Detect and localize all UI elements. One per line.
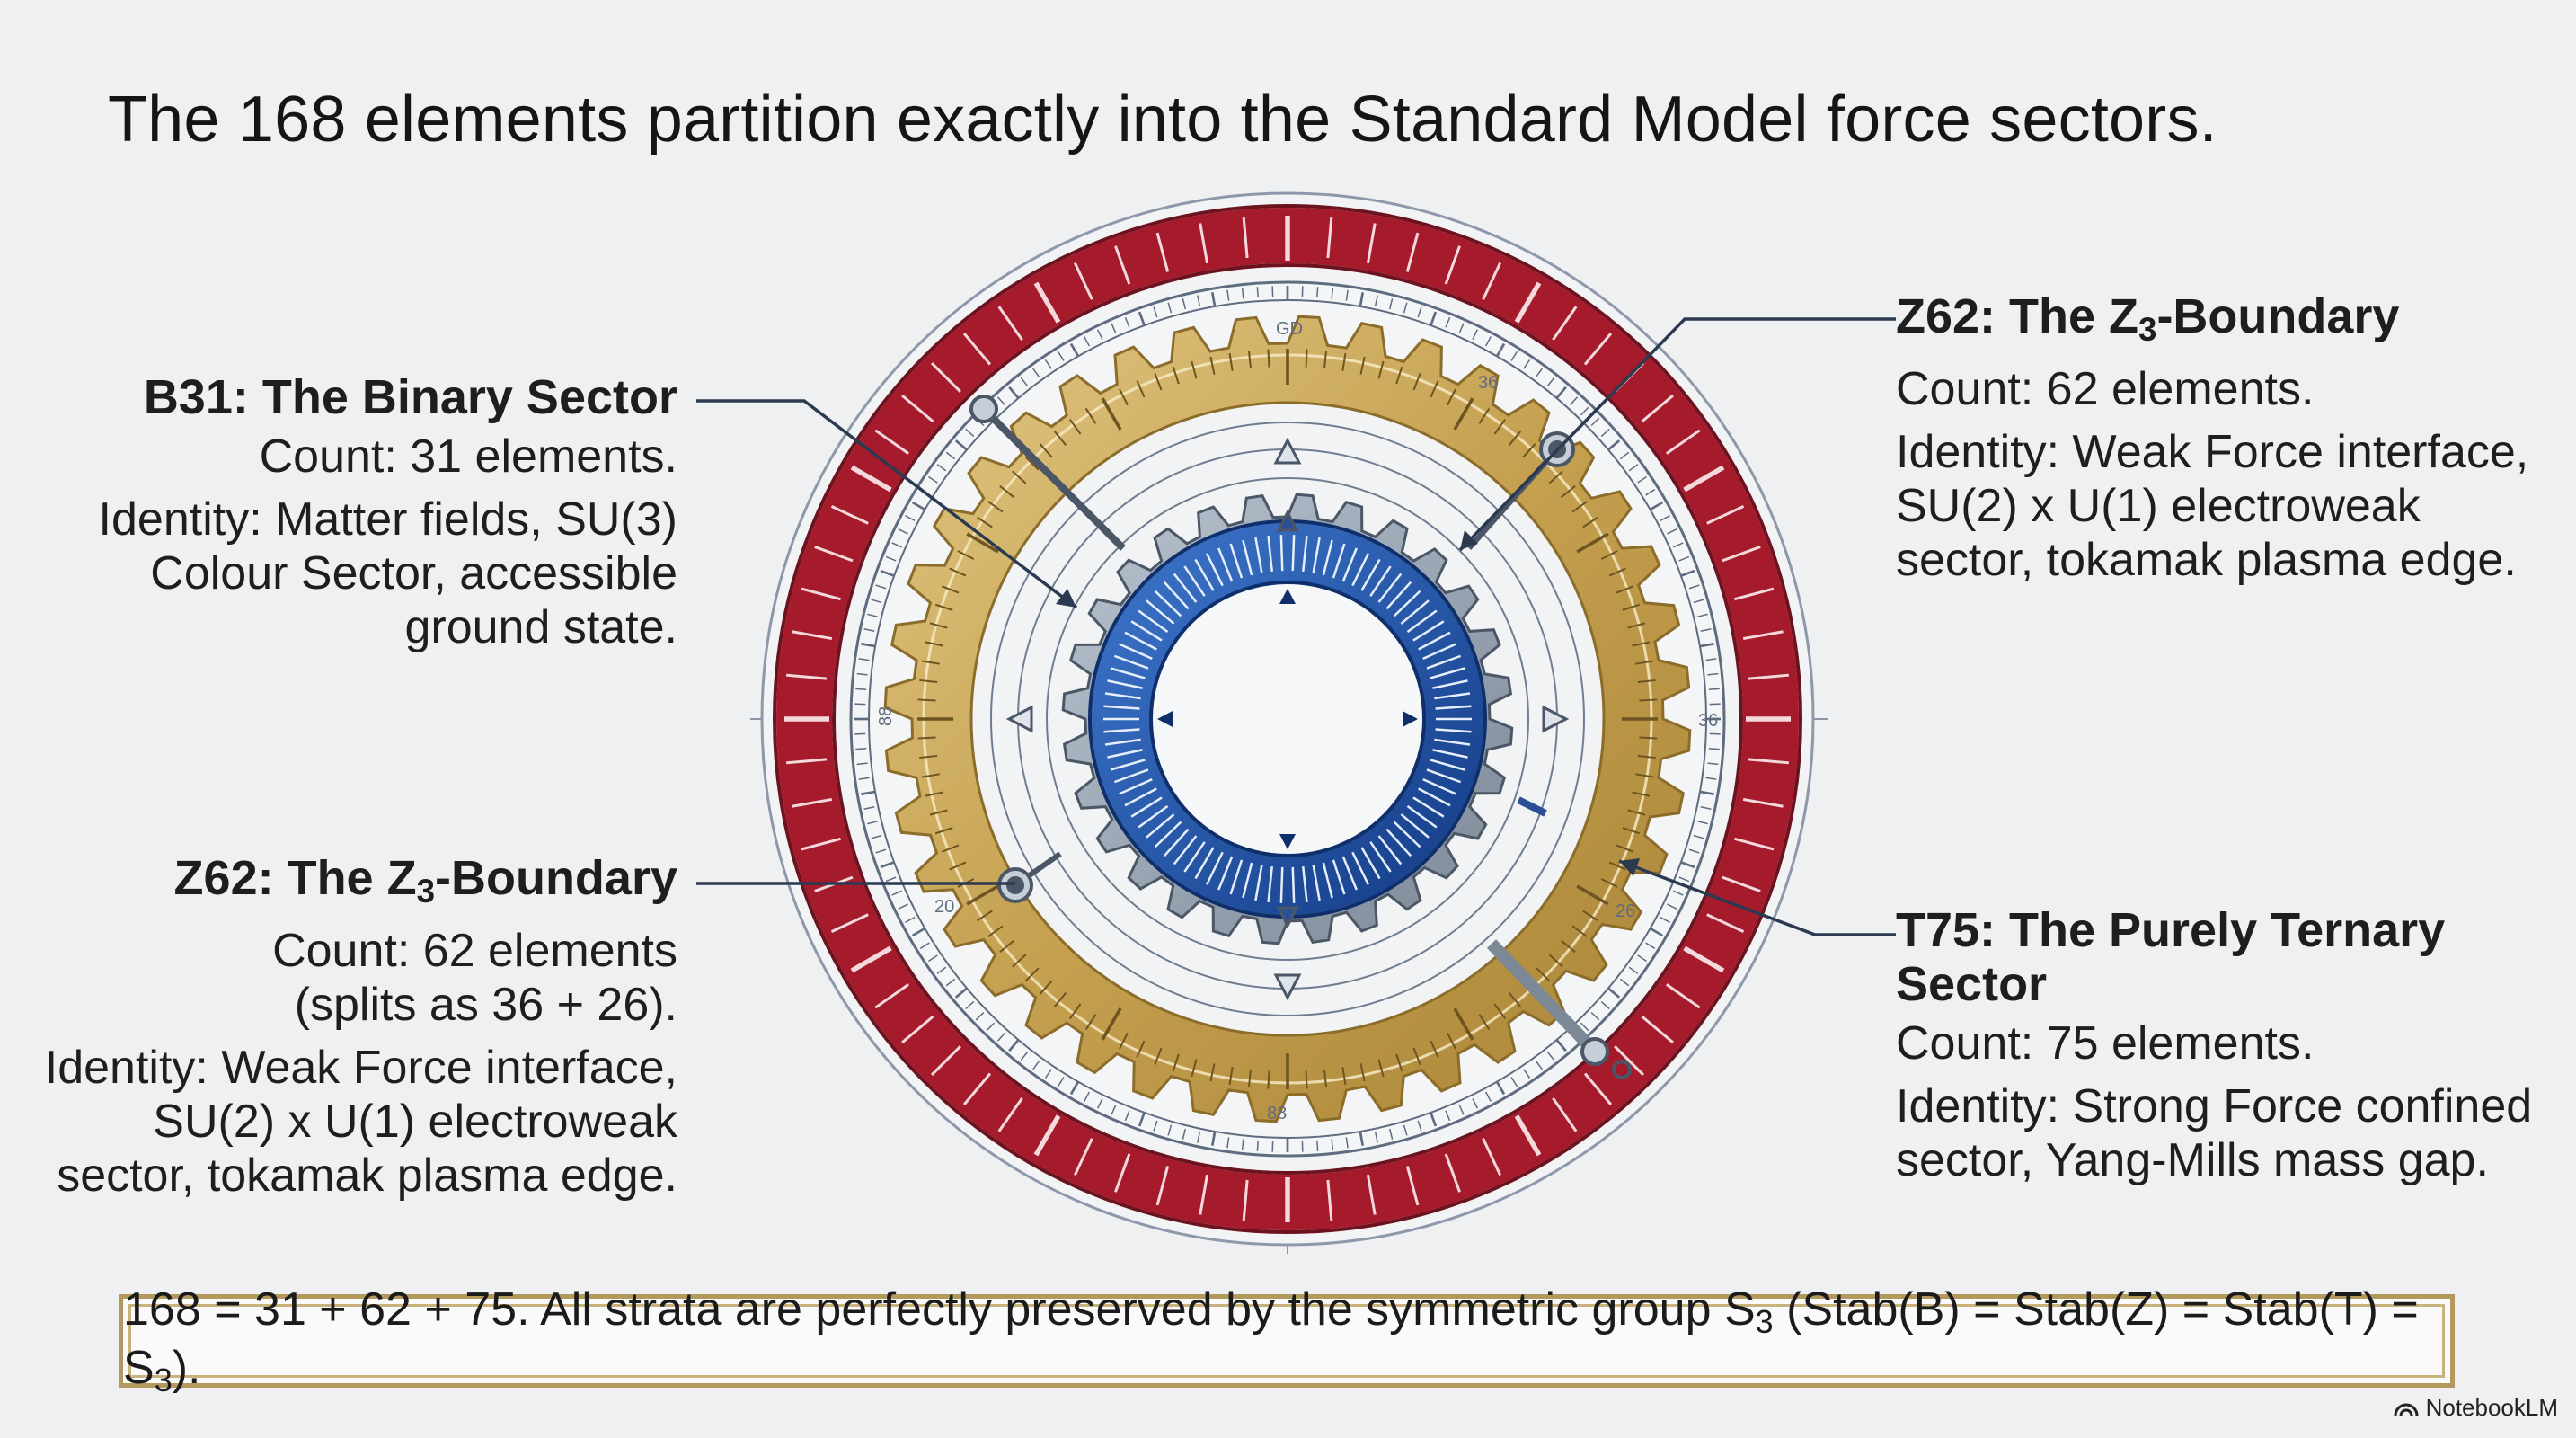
leader-lines [696,317,1896,936]
z62-left-identity-line: Identity: Weak Force interface, [44,1042,677,1095]
z62-left-count-line: Count: 62 elements [272,925,677,978]
z62-right-sector-label: Z62: The Z3-Boundary Count: 62 elements.… [1896,289,2543,587]
z62-right-identity-line: sector, tokamak plasma edge. [1896,534,2517,587]
b31-count: Count: 31 elements. [259,431,677,483]
z62-right-count: Count: 62 elements. [1896,363,2315,416]
z62-left-count-line: (splits as 36 + 26). [294,979,677,1032]
outer-red-ring [773,204,1802,1234]
t75-identity-line: sector, Yang-Mills mass gap. [1896,1134,2489,1186]
notebooklm-brand: NotebookLM [2394,1394,2558,1422]
t75-count: Count: 75 elements. [1896,1017,2315,1070]
t75-identity-line: Identity: Strong Force confined [1896,1080,2533,1132]
svg-text:36: 36 [1698,711,1718,731]
center-markers [1157,589,1418,849]
z62-right-identity-line: Identity: Weak Force interface, [1896,426,2529,479]
b31-identity-line: Identity: Matter fields, SU(3) [98,493,677,546]
brand-name: NotebookLM [2425,1394,2558,1421]
cardinal-arrows [1005,437,1570,1001]
z62-right-identity-line: SU(2) x U(1) electroweak [1896,480,2421,533]
t75-sector-label: T75: The Purely Ternary Sector Count: 75… [1896,903,2561,1187]
svg-text:88: 88 [876,706,896,726]
dial-markings: GD 88 36 26 88 36 20 [876,319,1718,1123]
z62-right-heading: Z62: The Z3-Boundary [1896,289,2400,349]
b31-sector-label: B31: The Binary Sector Count: 31 element… [31,370,677,654]
z62-left-heading: Z62: The Z3-Boundary [173,851,677,910]
summary-footer-box: 168 = 31 + 62 + 75. All strata are perfe… [119,1283,2455,1398]
inner-blue-ring [1088,519,1487,919]
svg-text:36: 36 [1478,373,1498,393]
svg-text:88: 88 [1267,1104,1287,1123]
svg-text:26: 26 [1616,901,1635,921]
z62-left-sector-label: Z62: The Z3-Boundary Count: 62 elements … [0,851,677,1203]
notebooklm-logo-icon [2394,1403,2419,1416]
leader-arrowheads [1056,530,1640,876]
pointer-pins [969,395,1632,1079]
svg-text:20: 20 [934,897,954,917]
b31-identity-line: Colour Sector, accessible [150,547,677,599]
svg-text:GD: GD [1276,319,1303,339]
b31-heading: B31: The Binary Sector [143,370,677,424]
b31-identity-line: ground state. [404,601,677,653]
t75-heading: T75: The Purely Ternary Sector [1896,903,2446,1011]
page-title: The 168 elements partition exactly into … [108,84,2217,155]
z62-left-identity-line: sector, tokamak plasma edge. [57,1150,677,1203]
z62-left-identity-line: SU(2) x U(1) electroweak [153,1096,677,1149]
summary-text: 168 = 31 + 62 + 75. All strata are perfe… [123,1283,2419,1398]
